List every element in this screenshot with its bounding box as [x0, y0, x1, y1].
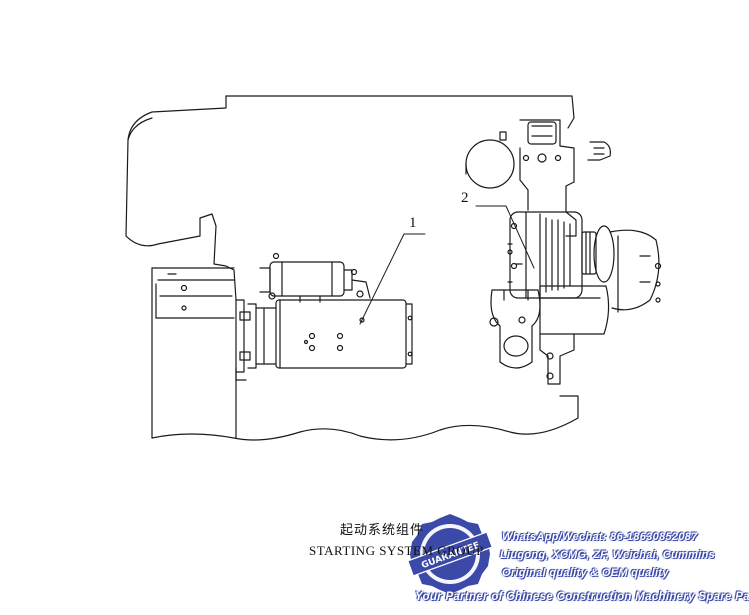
alternator-assembly — [465, 119, 662, 385]
leader-lines — [359, 205, 535, 325]
callout-1: 1 — [409, 215, 417, 231]
watermark-brands: Liugong, XCMG, ZF, Weichai, Cummins — [500, 549, 716, 561]
watermark-contact: WhatsApp/Wechat: 86-18630852087 — [502, 531, 698, 543]
guarantee-seal-icon: GUARANTEE — [407, 514, 493, 594]
watermark-slogan: Your Partner of Chinese Construction Mac… — [415, 591, 749, 603]
callout-2: 2 — [461, 190, 469, 206]
diagram-title-english: STARTING SYSTEM GROUP — [309, 543, 484, 558]
engine-block-outline — [125, 95, 579, 441]
starter-motor — [255, 252, 413, 369]
watermark-quality: Original quality & OEM quality — [502, 567, 669, 579]
diagram-title-chinese: 起动系统组件 — [340, 523, 425, 538]
